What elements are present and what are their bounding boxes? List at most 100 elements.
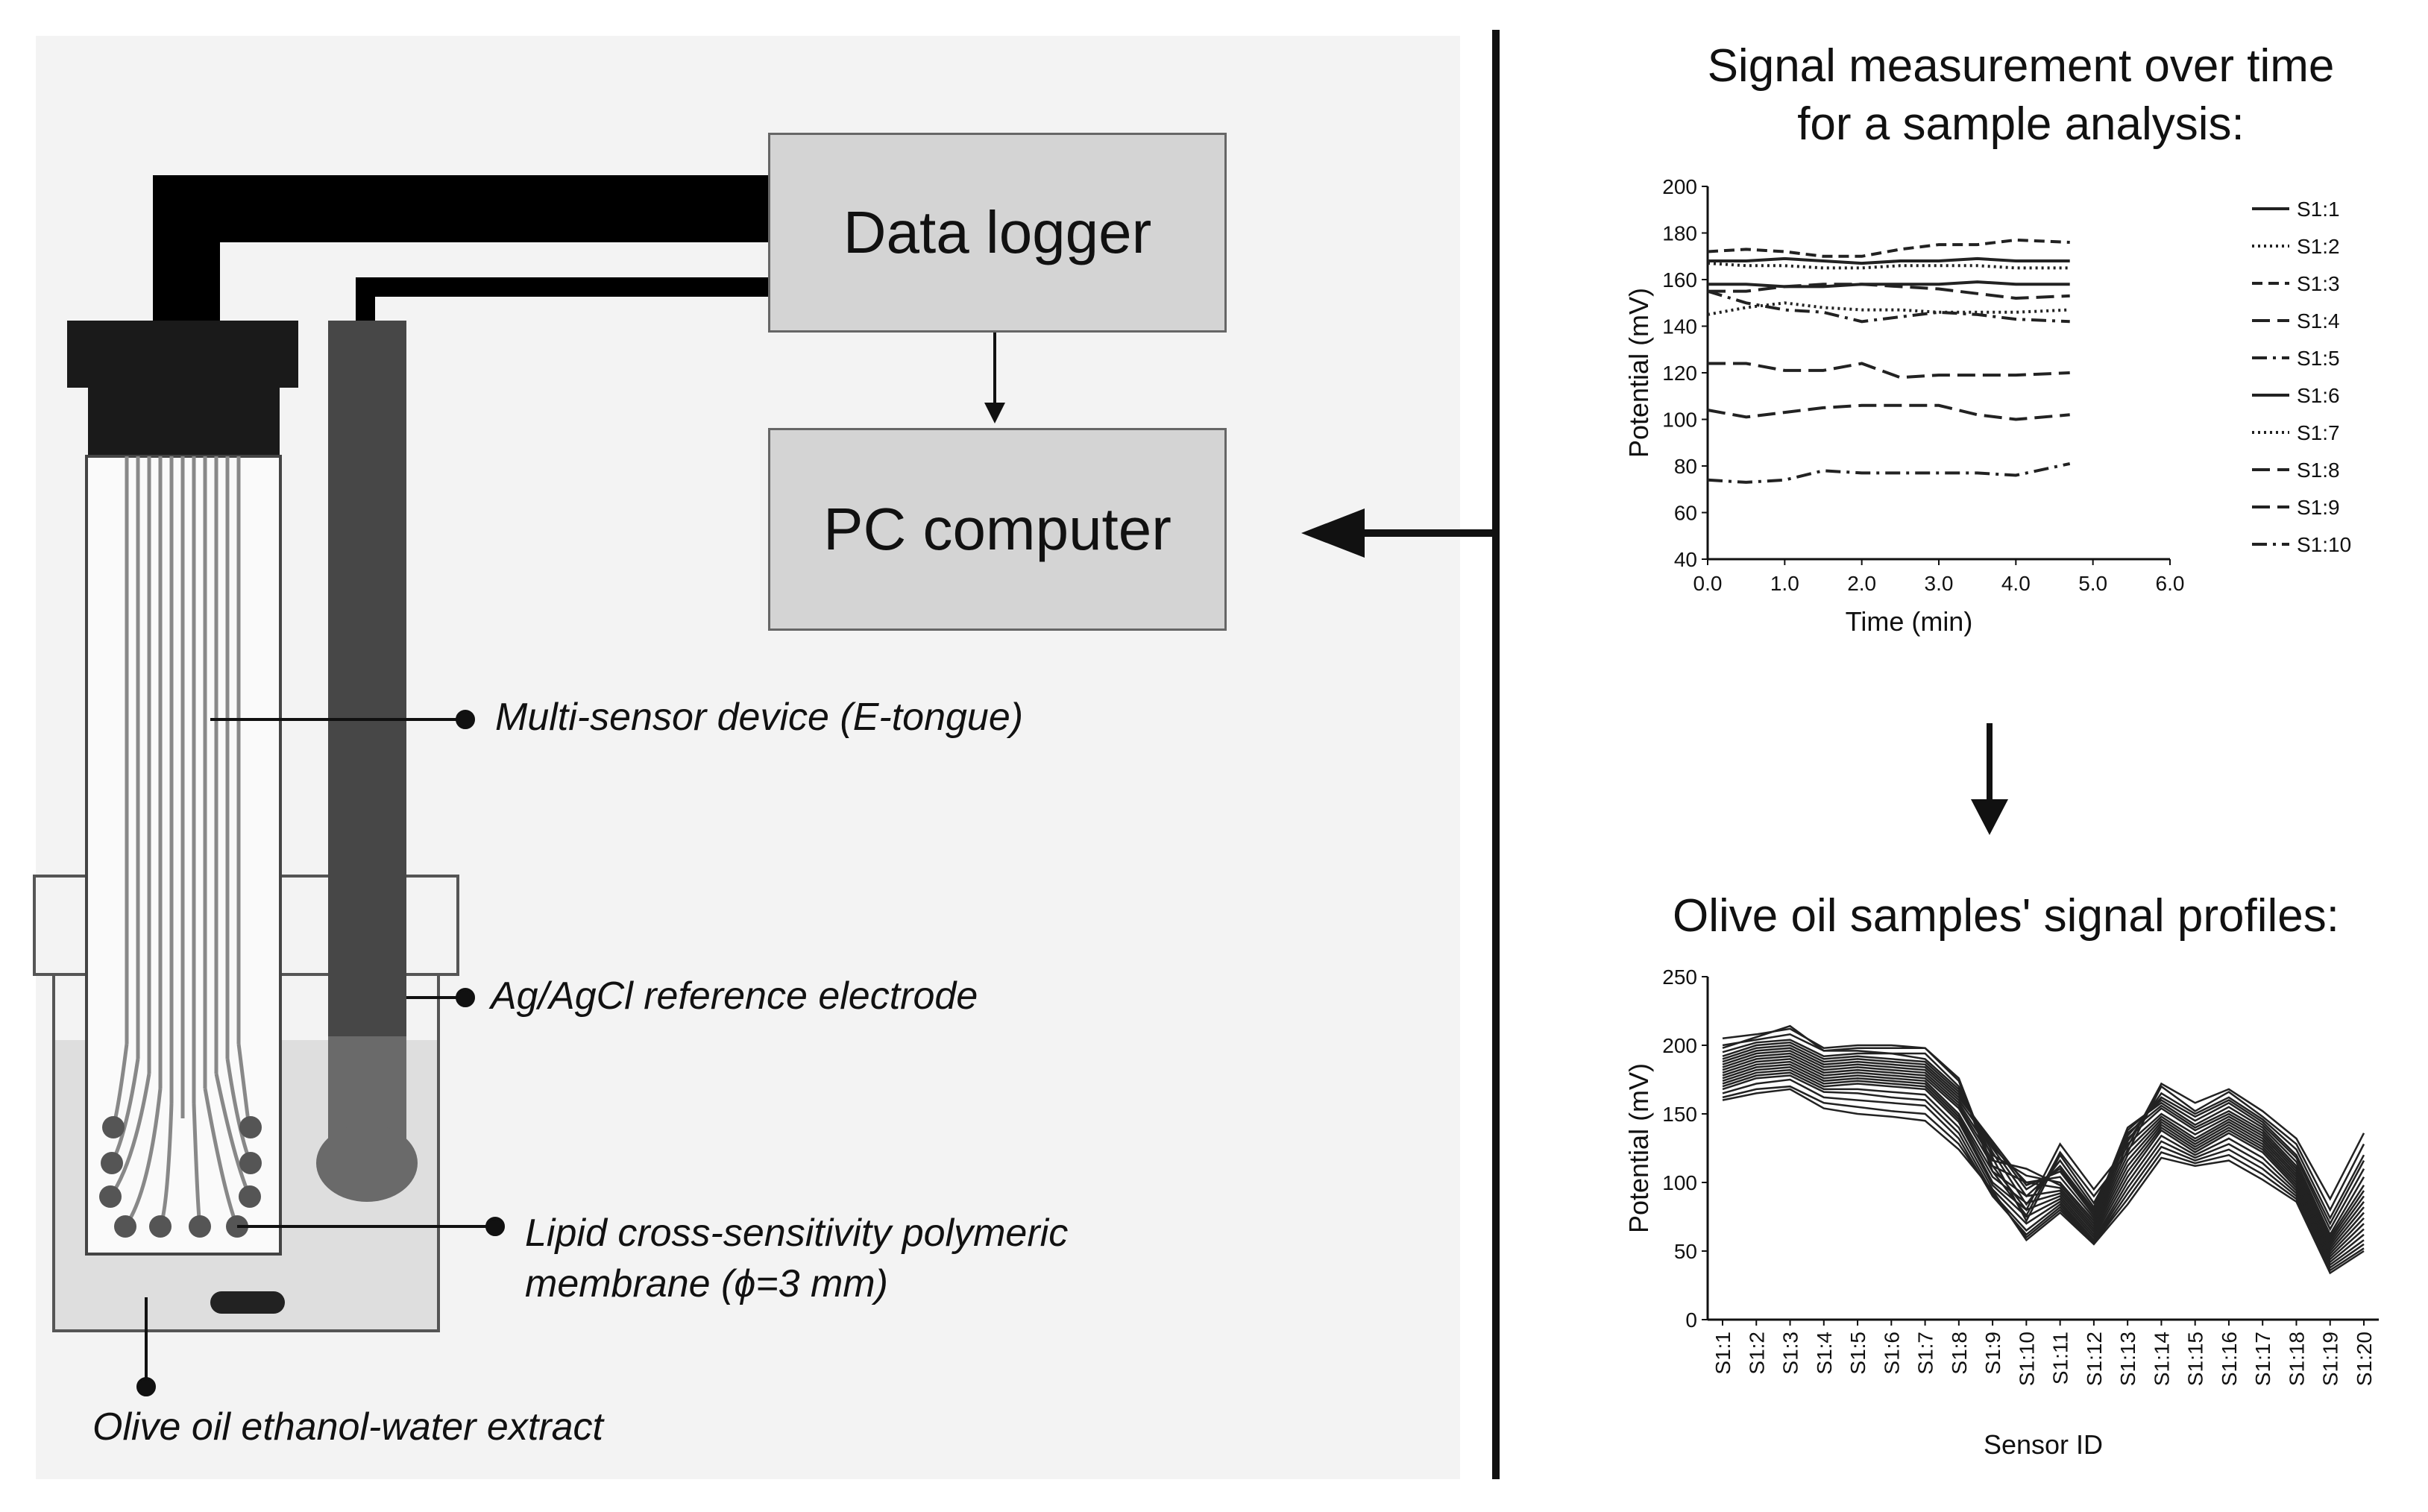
x-axis-label: Time (min): [1846, 606, 1973, 637]
top-chart-title-line1: Signal measurement over time: [1707, 40, 2335, 92]
thick-cable: [153, 175, 768, 321]
x-tick-label: 0.0: [1693, 572, 1723, 595]
x-tick-label: S1:15: [2184, 1332, 2207, 1386]
legend-label: S1:1: [2297, 198, 2340, 221]
series-line: [1722, 1042, 2365, 1232]
x-tick-label: S1:5: [1846, 1332, 1869, 1375]
time-series-chart: 40 60 80 100 120 140 160 180 200 0.0 1.0 2.0 3.0 4.0 5…: [1623, 175, 2351, 637]
pc-computer-label: PC computer: [823, 496, 1171, 562]
x-tick-label: S1:1: [1711, 1332, 1734, 1375]
legend-label: S1:4: [2297, 309, 2340, 333]
x-tick-label: S1:16: [2218, 1332, 2241, 1386]
y-axis-label: Potential (mV): [1623, 1063, 1654, 1233]
x-tick-label: S1:13: [2116, 1332, 2139, 1386]
legend-label: S1:5: [2297, 347, 2340, 370]
logger-to-pc-arrowhead: [984, 403, 1005, 423]
x-tick-label: 3.0: [1925, 572, 1954, 595]
y-tick-label: 200: [1662, 175, 1697, 198]
legend-label: S1:2: [2297, 235, 2340, 258]
y-tick-label: 160: [1662, 268, 1697, 292]
y-tick-label: 150: [1662, 1103, 1697, 1126]
legend-label: S1:8: [2297, 459, 2340, 482]
top-chart-title-line2: for a sample analysis:: [1797, 98, 2245, 150]
series-line: [1707, 462, 2071, 484]
series-line: [1708, 256, 2070, 265]
reference-electrode-top: [328, 321, 406, 1036]
top-chart-title: Signal measurement over time for a sampl…: [1648, 37, 2394, 153]
series-line: [1722, 1058, 2365, 1250]
x-tick-label: S1:4: [1813, 1332, 1836, 1375]
series-line: [1722, 1088, 2365, 1275]
y-tick-label: 200: [1662, 1034, 1697, 1057]
series-line: [1708, 280, 2070, 289]
series-line: [1722, 1052, 2365, 1245]
y-tick-label: 180: [1662, 222, 1697, 245]
y-tick-label: 80: [1674, 455, 1697, 478]
series-line: [1722, 1055, 2365, 1247]
legend-label: S1:10: [2297, 533, 2351, 556]
series-line: [1722, 1066, 2365, 1259]
x-axis-label: Sensor ID: [1984, 1429, 2103, 1460]
x-tick-label: S1:3: [1779, 1332, 1802, 1375]
series-line: [1707, 262, 2070, 270]
x-tick-label: 4.0: [2001, 572, 2031, 595]
x-tick-label: 2.0: [1847, 572, 1876, 595]
series-line: [1708, 283, 2070, 300]
legend-label: S1:6: [2297, 384, 2340, 407]
y-tick-label: 100: [1662, 409, 1697, 432]
y-tick-label: 40: [1674, 548, 1697, 571]
x-tick-label: S1:20: [2353, 1332, 2376, 1386]
sensor-cap: [67, 321, 298, 456]
y-tick-label: 60: [1674, 502, 1697, 525]
x-tick-label: S1:14: [2150, 1332, 2173, 1386]
x-tick-label: 6.0: [2156, 572, 2185, 595]
x-tick-label: S1:17: [2251, 1332, 2274, 1386]
bottom-chart-title: Olive oil samples' signal profiles:: [1673, 890, 2339, 942]
sensor-wires: [108, 456, 253, 1228]
x-tick-label: S1:9: [1981, 1332, 2004, 1375]
x-tick-label: S1:8: [1948, 1332, 1971, 1375]
series-line: [1722, 1071, 2365, 1264]
series-line: [1707, 301, 2070, 316]
series-line: [1722, 1063, 2365, 1256]
y-axis-label: Potential (mV): [1623, 288, 1654, 458]
series-line: [1722, 1085, 2365, 1272]
legend-label: S1:3: [2297, 272, 2340, 295]
y-tick-label: 120: [1662, 362, 1697, 385]
x-tick-label: S1:7: [1914, 1332, 1937, 1375]
y-tick-label: 250: [1662, 966, 1697, 989]
series-line: [1707, 289, 2070, 324]
chart-down-arrowhead: [1971, 799, 2008, 835]
x-tick-label: S1:18: [2285, 1332, 2308, 1386]
label-membrane-line2: membrane (ϕ=3 mm): [525, 1262, 888, 1305]
y-tick-label: 0: [1685, 1308, 1697, 1332]
sensor-dots: [99, 1116, 262, 1238]
x-tick-label: S1:12: [2083, 1332, 2106, 1386]
pointer-lines: [136, 710, 505, 1396]
series-line: [1722, 1074, 2365, 1267]
x-tick-label: S1:6: [1880, 1332, 1903, 1375]
label-membrane-line1: Lipid cross-sensitivity polymeric: [525, 1212, 1069, 1255]
series-line: [1707, 403, 2070, 421]
data-logger-label: Data logger: [843, 199, 1152, 265]
x-tick-label: S1:2: [1745, 1332, 1768, 1375]
series-line: [1722, 1039, 2365, 1226]
series-line: [1722, 1068, 2365, 1261]
x-tick-label: 5.0: [2078, 572, 2107, 595]
x-tick-label: S1:19: [2319, 1332, 2342, 1386]
x-tick-label: S1:11: [2049, 1332, 2072, 1385]
series-line: [1722, 1033, 2365, 1223]
label-reference-electrode: Ag/AgCl reference electrode: [491, 974, 978, 1018]
label-multi-sensor: Multi-sensor device (E-tongue): [495, 696, 1024, 739]
label-extract: Olive oil ethanol-water extract: [92, 1405, 603, 1449]
x-tick-label: 1.0: [1770, 572, 1799, 595]
series-line: [1707, 238, 2070, 258]
x-tick-label: S1:10: [2015, 1332, 2038, 1386]
y-tick-label: 140: [1662, 315, 1697, 338]
y-tick-label: 50: [1674, 1240, 1697, 1263]
thin-cable: [356, 277, 768, 321]
pc-computer-box: PC computer: [768, 428, 1227, 631]
feedback-arrowhead: [1301, 508, 1365, 558]
legend-label: S1:7: [2297, 421, 2340, 444]
